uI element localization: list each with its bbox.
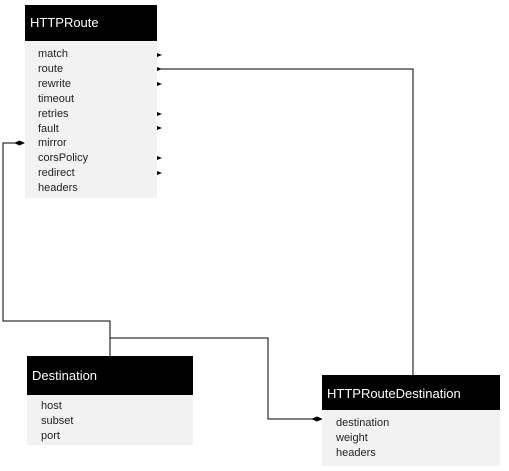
diamond-httproutedestination bbox=[311, 416, 323, 422]
httproute-fields: match route rewrite timeout retries faul… bbox=[25, 41, 157, 196]
connector-mirror-to-destination bbox=[2, 142, 111, 356]
httproute-box: HTTPRoute match route rewrite timeout re… bbox=[25, 5, 157, 198]
field-redirect: redirect bbox=[38, 167, 75, 180]
connector-destination-to-httproutedestination bbox=[110, 337, 322, 420]
httproutedestination-title: HTTPRouteDestination bbox=[322, 375, 500, 410]
destination-box: Destination host subset port bbox=[27, 356, 193, 445]
field-retries: retries bbox=[38, 107, 69, 120]
field-timeout: timeout bbox=[38, 92, 75, 105]
field-match: match bbox=[38, 48, 68, 60]
field-route: route bbox=[38, 62, 64, 75]
httproutedestination-box: HTTPRouteDestination destination weight … bbox=[322, 375, 500, 466]
destination-title: Destination bbox=[27, 356, 193, 395]
field-headers: headers bbox=[38, 182, 78, 195]
destination-fields: host subset port bbox=[27, 395, 193, 444]
httproutedestination-fields: destination weight headers bbox=[322, 410, 500, 461]
connector-route-to-httproutedestination bbox=[157, 68, 414, 375]
field-corspolicy: corsPolicy bbox=[38, 152, 89, 165]
field-rewrite: rewrite bbox=[38, 77, 72, 90]
field-subset: subset bbox=[41, 414, 74, 427]
field-host: host bbox=[41, 400, 62, 412]
field-port: port bbox=[41, 429, 60, 442]
field-hrd-headers: headers bbox=[336, 446, 376, 459]
httproute-title: HTTPRoute bbox=[25, 5, 157, 41]
field-mirror: mirror bbox=[38, 137, 67, 150]
field-weight: weight bbox=[336, 431, 368, 444]
field-fault: fault bbox=[38, 122, 59, 135]
diamond-mirror bbox=[14, 140, 25, 146]
field-destination: destination bbox=[336, 417, 390, 429]
